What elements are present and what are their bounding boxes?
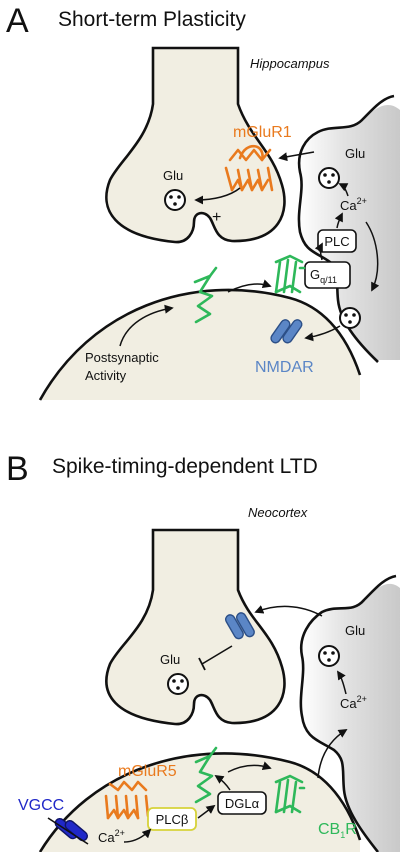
postsynaptic-dendrite-a (40, 289, 360, 400)
inhibit-bar-icon (198, 657, 206, 671)
mglur1-label: mGluR1 (233, 124, 292, 141)
inhibit-line (201, 645, 233, 665)
vesicle-icon (339, 307, 361, 329)
glu-label-a-left: Glu (163, 168, 183, 183)
cb1r-label: CB1R (318, 821, 357, 840)
vesicle-icon (318, 645, 340, 667)
arrow-glu-to-nmdar (304, 325, 341, 342)
arrow-ca-to-plcb (123, 828, 152, 843)
panel-a-region: Hippocampus (250, 56, 330, 71)
panel-a-title: Short-term Plasticity (58, 8, 246, 31)
mglur5-label: mGluR5 (118, 763, 177, 780)
mglur5-receptor-icon (104, 780, 150, 820)
presynaptic-terminal-a (105, 46, 286, 244)
postsynaptic-activity-line2: Activity (85, 368, 127, 383)
nmdar-receptor-icon (270, 319, 303, 344)
panel-b-title: Spike-timing-dependent LTD (52, 455, 318, 478)
panel-b-region: Neocortex (248, 505, 308, 520)
vesicle-icon (167, 673, 189, 695)
arrow-astro-to-presyn-b (254, 605, 323, 617)
plcb-label: PLCβ (156, 812, 189, 827)
panel-a: A Short-term Plasticity Hippocampus Glu … (6, 2, 400, 401)
presynaptic-terminal-b (105, 528, 286, 726)
endocannabinoid-icon-a (193, 266, 218, 324)
dgla-box (217, 791, 267, 815)
panel-b-letter: B (6, 450, 29, 488)
cb1-receptor-icon-a (274, 254, 306, 294)
astrocyte-a-membrane (297, 94, 395, 363)
plc-box (317, 229, 357, 253)
panel-a-letter: A (6, 2, 29, 40)
vesicle-icon (164, 189, 186, 211)
arrow-dgla-to-ecb (214, 775, 231, 791)
arrow-ca-to-vesicle-b (337, 670, 347, 695)
glu-label-b-right: Glu (345, 623, 365, 638)
ca-label-b: Ca2+ (340, 694, 367, 711)
dgla-label: DGLα (225, 796, 260, 811)
nmdar-label: NMDAR (255, 359, 314, 376)
plc-label: PLC (324, 234, 349, 249)
postsynaptic-membrane-a (38, 288, 362, 401)
plcb-box (147, 807, 197, 831)
arrow-ecb-to-cb1-a (227, 279, 272, 293)
arrow-ca-to-vesicle-a (338, 183, 349, 197)
postsynaptic-dendrite-b (40, 753, 360, 852)
arrow-ecb-to-cb1r-b (227, 761, 272, 773)
endocannabinoid-icon-b (194, 746, 218, 804)
postsynaptic-activity-line1: Postsynaptic (85, 350, 159, 365)
vgcc-label: VGCC (18, 797, 64, 814)
arrow-glu-to-mglur1 (278, 151, 315, 162)
ca-label-b-bottom: Ca2+ (98, 828, 125, 845)
gq11-box (304, 261, 351, 289)
arrow-ca-down-a (365, 221, 380, 292)
arrow-cb1r-to-ca (317, 729, 348, 779)
arrow-gq-to-plc (314, 242, 323, 261)
arrow-activity-to-ecb (119, 304, 174, 347)
arrow-mglur1-to-release (194, 187, 241, 205)
astrocyte-b-membrane (299, 574, 397, 852)
mglur1-receptor-icon (224, 144, 274, 192)
panel-b: B Spike-timing-dependent LTD Neocortex G… (6, 450, 400, 852)
arrow-plc-to-ca (334, 212, 343, 229)
ca-label-a: Ca2+ (340, 196, 367, 213)
vgcc-line (47, 817, 89, 845)
gq11-label: Gq/11 (310, 267, 337, 285)
vesicle-icon (318, 167, 340, 189)
cb1r-receptor-icon-b (274, 774, 306, 814)
glu-label-b-left: Glu (160, 652, 180, 667)
postsynaptic-membrane-b (38, 752, 362, 852)
arrow-plcb-to-dgla (197, 804, 216, 819)
plus-sign: + (212, 209, 221, 226)
cb1-presynaptic-receptor-icon (224, 612, 255, 640)
glu-label-a-right: Glu (345, 146, 365, 161)
